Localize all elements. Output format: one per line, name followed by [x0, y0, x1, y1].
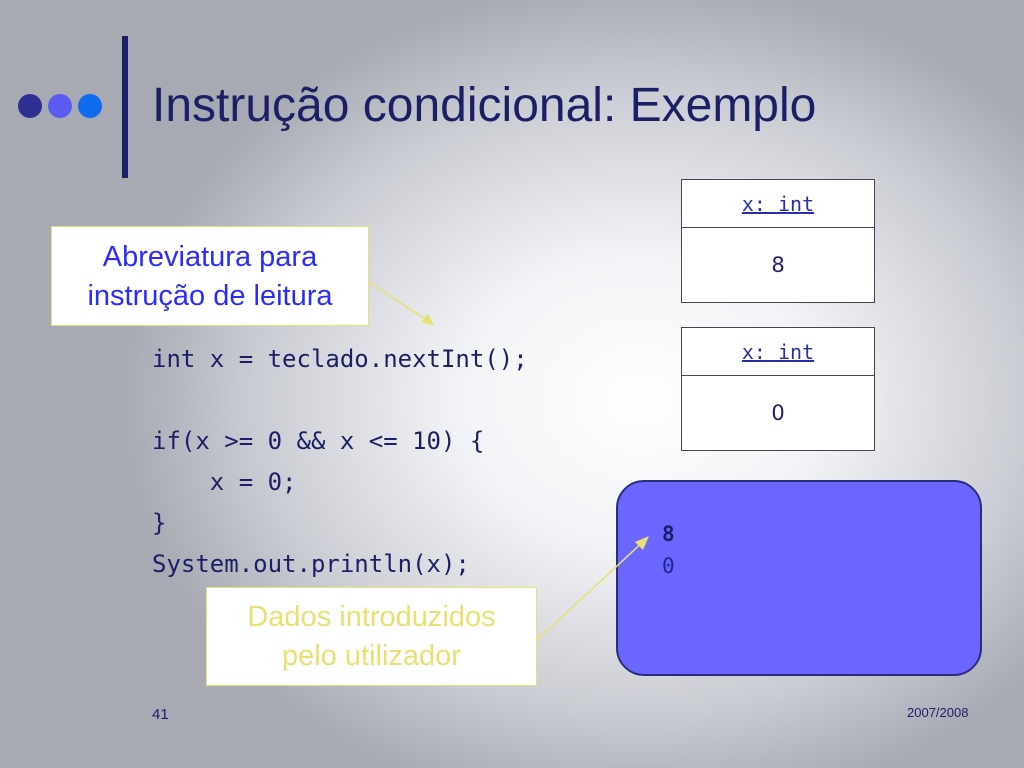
variable-value: 0 [771, 401, 785, 425]
variable-header: x: int [682, 328, 874, 376]
code-line: x = 0; [152, 468, 297, 496]
arrow-to-code [368, 281, 434, 326]
code-line: if(x >= 0 && x <= 10) { [152, 427, 485, 455]
title-divider [122, 36, 128, 178]
dot-2 [48, 94, 72, 118]
callout-line: Dados introduzidos [247, 601, 496, 633]
variable-value: 8 [771, 253, 785, 277]
console-window: 8 0 [616, 480, 982, 676]
variable-box-before: x: int 8 [681, 179, 875, 303]
dot-3 [78, 94, 102, 118]
console-input-line: 8 [662, 522, 675, 546]
code-line: int x = teclado.nextInt(); [152, 345, 528, 373]
slide-title: Instrução condicional: Exemplo [152, 79, 817, 132]
code-line: } [152, 509, 167, 537]
arrow-to-console [536, 536, 649, 641]
variable-box-after: x: int 0 [681, 327, 875, 451]
input-note-callout: Abreviatura para instrução de leitura [51, 226, 369, 326]
code-line: System.out.println(x); [152, 550, 470, 578]
console-output-line: 0 [662, 554, 675, 578]
callout-line: pelo utilizador [282, 640, 461, 672]
variable-label: x: int [741, 339, 815, 364]
decorative-dots [18, 94, 102, 118]
variable-header: x: int [682, 180, 874, 228]
page-number: 41 [152, 706, 169, 723]
callout-line: instrução de leitura [87, 280, 333, 312]
dot-1 [18, 94, 42, 118]
user-data-callout: Dados introduzidos pelo utilizador [206, 587, 537, 686]
code-block: int x = teclado.nextInt(); if(x >= 0 && … [152, 339, 528, 585]
academic-year: 2007/2008 [907, 705, 969, 720]
variable-label: x: int [741, 191, 815, 216]
callout-line: Abreviatura para [102, 241, 318, 273]
